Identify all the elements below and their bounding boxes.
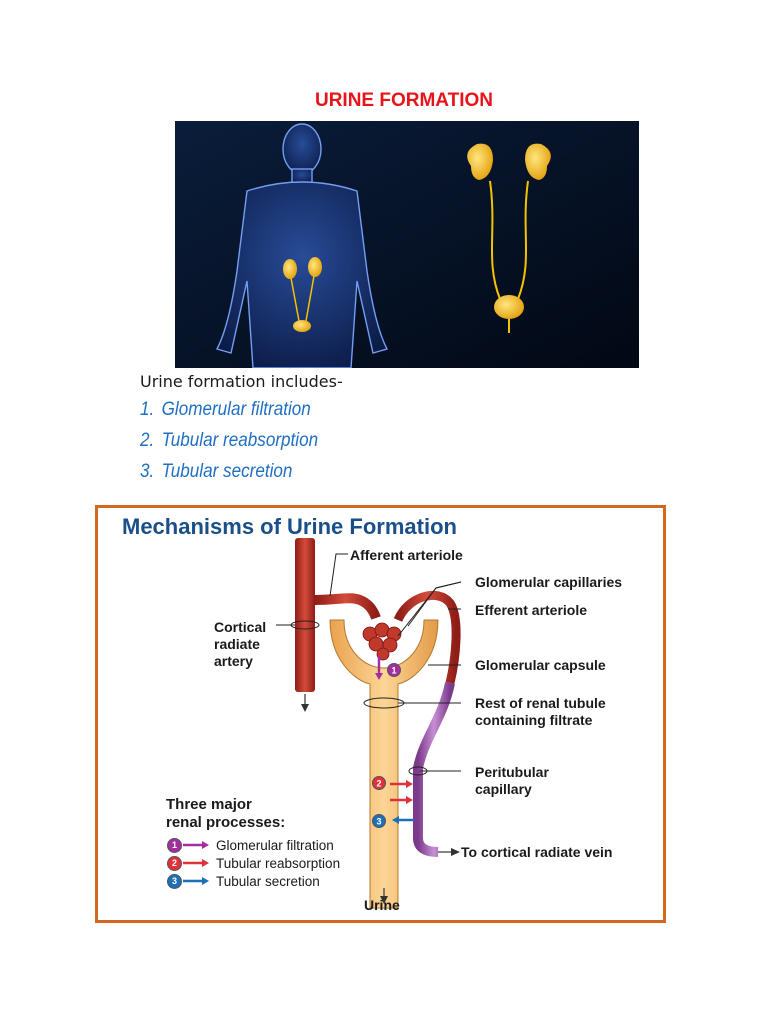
label-urine: Urine [364, 897, 400, 913]
page-title: URINE FORMATION [314, 90, 494, 111]
svg-text:1: 1 [391, 666, 396, 676]
label-glomerular-capsule: Glomerular capsule [475, 657, 606, 673]
list-item: 2.Tubular reabsorption [140, 430, 319, 451]
legend-item-filtration: 1 Glomerular filtration [167, 836, 334, 854]
figure-title: Mechanisms of Urine Formation [122, 514, 457, 539]
arrow-right-icon [183, 877, 209, 885]
legend-heading: Three major renal processes: [166, 796, 286, 831]
label-cortical-radiate-artery: Cortical radiate artery [214, 619, 267, 669]
badge-1-icon: 1 [167, 837, 182, 853]
svg-text:2: 2 [376, 779, 381, 789]
intro-text: Urine formation includes- [140, 372, 343, 391]
urinary-system-image [175, 121, 639, 368]
label-glomerular-capillaries: Glomerular capillaries [475, 574, 623, 590]
label-peritubular-capillary: Peritubular capillary [475, 764, 549, 797]
list-item: 3.Tubular secretion [140, 461, 293, 482]
urine-formation-figure: 1 2 3 Mechanisms of Urine Formation Affe… [95, 505, 666, 923]
label-efferent-arteriole: Efferent arteriole [475, 602, 588, 618]
arrow-right-icon [183, 859, 209, 867]
badge-3-icon: 3 [167, 873, 182, 889]
badge-2-icon: 2 [167, 855, 182, 871]
label-rest-of-renal-tubule: Rest of renal tubule containing filtrate [475, 695, 606, 728]
list-item: 1.Glomerular filtration [140, 399, 311, 420]
label-afferent-arteriole: Afferent arteriole [350, 547, 463, 563]
nephron-diagram: 1 2 3 [276, 538, 462, 909]
legend-item-secretion: 3 Tubular secretion [167, 872, 320, 890]
process-list: 1.Glomerular filtration 2.Tubular reabso… [140, 399, 338, 492]
svg-text:3: 3 [376, 817, 381, 827]
legend-item-reabsorption: 2 Tubular reabsorption [167, 854, 340, 872]
label-cortical-radiate-vein: To cortical radiate vein [461, 844, 613, 860]
arrow-right-icon [183, 841, 209, 849]
